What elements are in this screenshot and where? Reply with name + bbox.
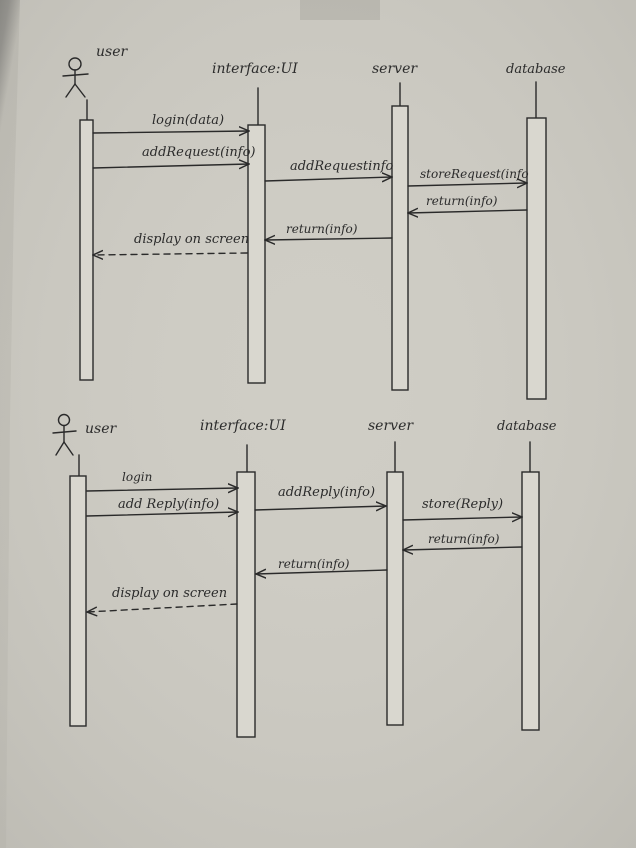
lifeline-label-interface: interface:UI bbox=[200, 418, 286, 434]
message-label: add Reply(info) bbox=[118, 497, 219, 512]
message-arrow bbox=[254, 506, 386, 510]
message-label: display on screen bbox=[134, 232, 249, 247]
actor-stick-figure-icon bbox=[62, 57, 89, 98]
message-arrow-dashed bbox=[93, 253, 248, 255]
message-arrow bbox=[86, 488, 238, 491]
activation-bar-interface bbox=[247, 124, 266, 384]
lifeline-label-server: server bbox=[368, 418, 414, 434]
message-label: return(info) bbox=[286, 222, 358, 236]
message-label: return(info) bbox=[278, 557, 350, 571]
top-shadow bbox=[300, 0, 380, 20]
sequence-diagram-bottom: user interface:UI server database login … bbox=[52, 413, 557, 738]
activation-bar-server bbox=[386, 471, 404, 726]
sequence-diagram-top: user interface:UI server database login(… bbox=[62, 44, 566, 400]
message-arrow bbox=[92, 164, 249, 168]
lifeline-label-server: server bbox=[372, 61, 418, 77]
activation-bar-database bbox=[521, 471, 540, 731]
message-arrow bbox=[402, 517, 522, 520]
message-arrow bbox=[403, 547, 523, 550]
message-label: login bbox=[122, 470, 152, 484]
message-label: addReply(info) bbox=[278, 485, 375, 500]
message-arrow bbox=[265, 238, 393, 240]
activation-bar-user bbox=[79, 119, 94, 381]
message-arrow bbox=[86, 512, 238, 516]
message-label: store(Reply) bbox=[422, 497, 503, 512]
activation-bar-interface bbox=[236, 471, 256, 738]
message-arrow bbox=[264, 177, 392, 181]
message-label: addRequest(info) bbox=[142, 145, 255, 160]
message-arrow bbox=[407, 183, 527, 186]
activation-bar-user bbox=[69, 475, 87, 727]
message-label: display on screen bbox=[112, 586, 227, 601]
message-arrow-dashed bbox=[87, 603, 238, 612]
message-arrow bbox=[408, 210, 528, 213]
message-arrow bbox=[92, 131, 249, 133]
activation-bar-server bbox=[391, 105, 409, 391]
message-label: addRequestinfo bbox=[290, 159, 394, 174]
actor-stick-figure-icon bbox=[52, 413, 77, 456]
message-label: return(info) bbox=[428, 532, 500, 546]
actor-label: user bbox=[85, 421, 117, 437]
actor-label: user bbox=[96, 44, 128, 60]
message-label: return(info) bbox=[426, 194, 498, 208]
lifeline-label-database: database bbox=[506, 62, 566, 77]
activation-bar-database bbox=[526, 117, 547, 400]
lifeline-label-interface: interface:UI bbox=[212, 61, 298, 77]
message-label: login(data) bbox=[152, 113, 224, 128]
lifeline-label-database: database bbox=[497, 419, 557, 434]
message-arrow bbox=[256, 570, 388, 574]
message-label: storeRequest(info bbox=[420, 167, 529, 181]
